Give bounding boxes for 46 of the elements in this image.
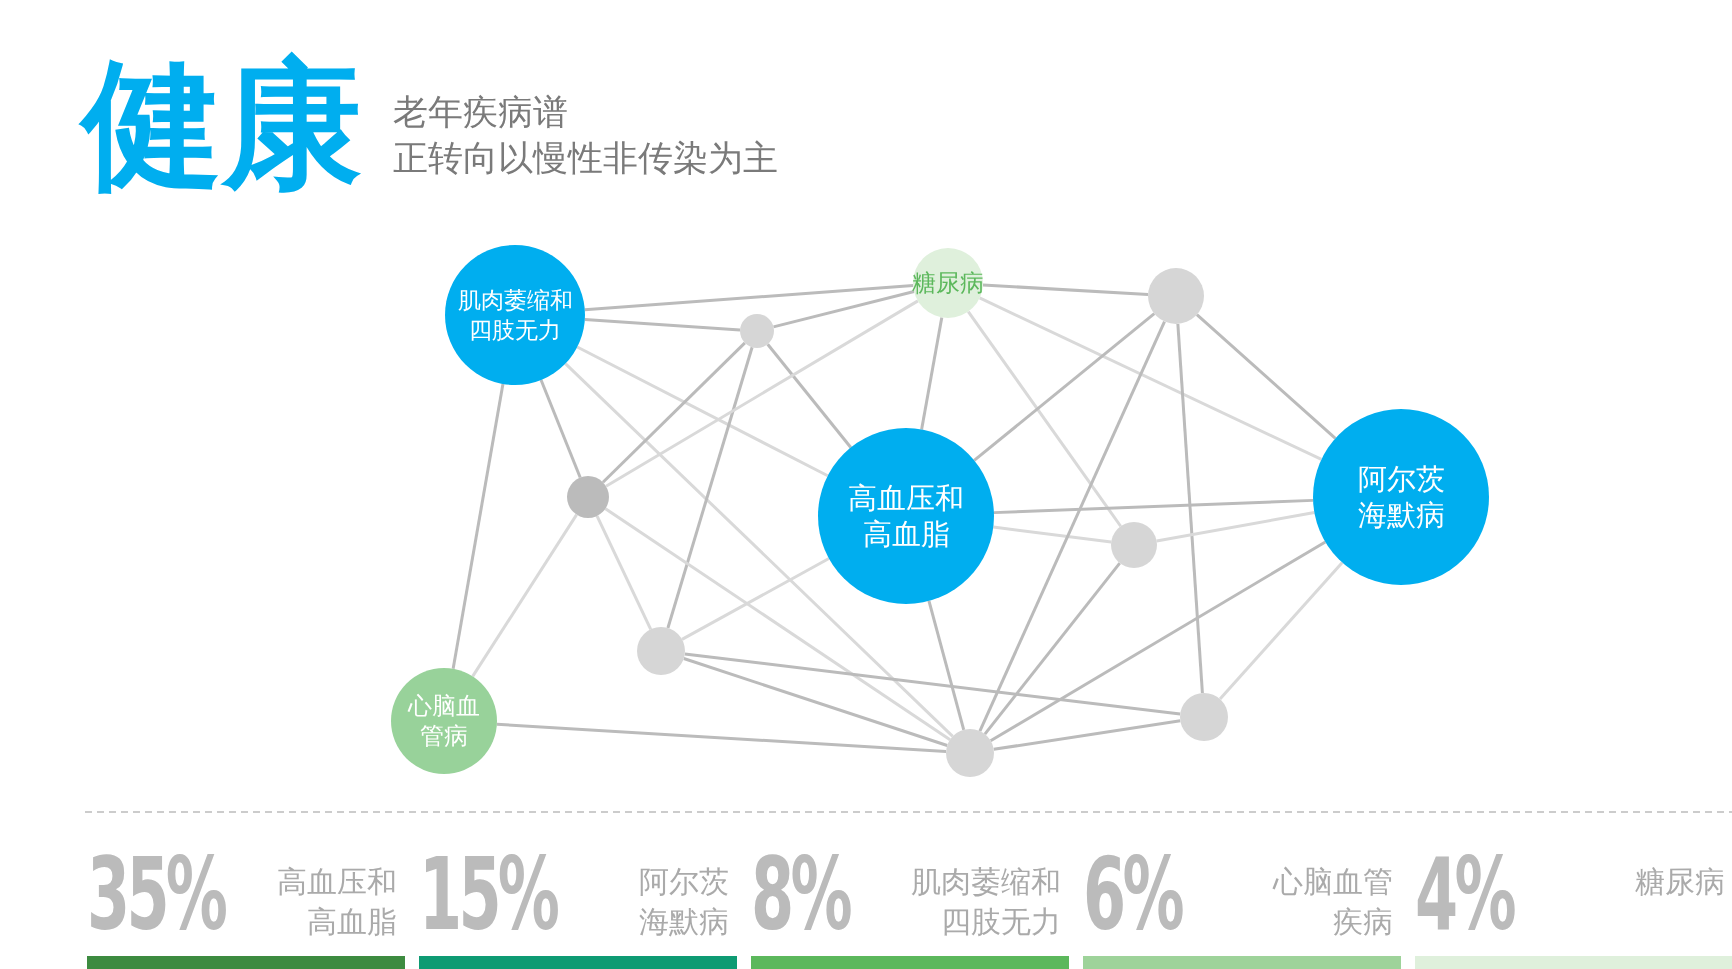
category-label: 阿尔茨海默病 (638, 863, 729, 941)
connector-line (584, 318, 741, 332)
connector-line (766, 343, 852, 449)
connector-line (989, 540, 1327, 743)
connector-line (584, 284, 914, 312)
connector-line (595, 515, 653, 630)
percentage: 15% (419, 840, 557, 950)
percentage: 35% (87, 840, 225, 950)
connector-line (539, 379, 582, 479)
connector-line (1176, 323, 1204, 694)
percentage: 8% (751, 840, 849, 950)
connector-line (604, 507, 951, 741)
connector-line (605, 299, 919, 488)
connector-line (927, 600, 966, 731)
connector-line (993, 498, 1314, 515)
connector-line (451, 383, 505, 670)
connector-line (973, 312, 1156, 462)
connector-line (773, 290, 915, 329)
percentage: 4% (1415, 840, 1513, 950)
category-label: 糖尿病 (1634, 863, 1725, 901)
category-label: 高血压和高血脂 (276, 863, 397, 941)
connector-line (666, 346, 754, 629)
connector-line (993, 525, 1112, 544)
connector-line (683, 657, 948, 747)
connector-line (471, 513, 578, 678)
connector-line (684, 652, 1181, 716)
category-label: 肌肉萎缩和四肢无力 (910, 863, 1061, 941)
connector-line (496, 722, 947, 754)
connector-line (967, 310, 1122, 528)
connector-line (564, 362, 954, 738)
connector-line (993, 719, 1181, 751)
connector-line (979, 296, 1323, 461)
connector-line (681, 557, 830, 641)
percentage: 6% (1083, 840, 1181, 950)
connector-line (920, 317, 944, 430)
connector-line (982, 283, 1149, 296)
connector-line (1218, 561, 1344, 701)
connector-line (576, 345, 829, 478)
subtitle: 正转向以慢性非传染为主 (393, 137, 778, 180)
subtitle: 老年疾病谱 (393, 91, 568, 134)
connector-line (1156, 511, 1315, 543)
connector-line (978, 320, 1166, 732)
connector-line (1195, 313, 1337, 440)
connector-line (601, 341, 746, 484)
connector-line (983, 562, 1121, 736)
category-label: 心脑血管疾病 (1271, 863, 1393, 941)
